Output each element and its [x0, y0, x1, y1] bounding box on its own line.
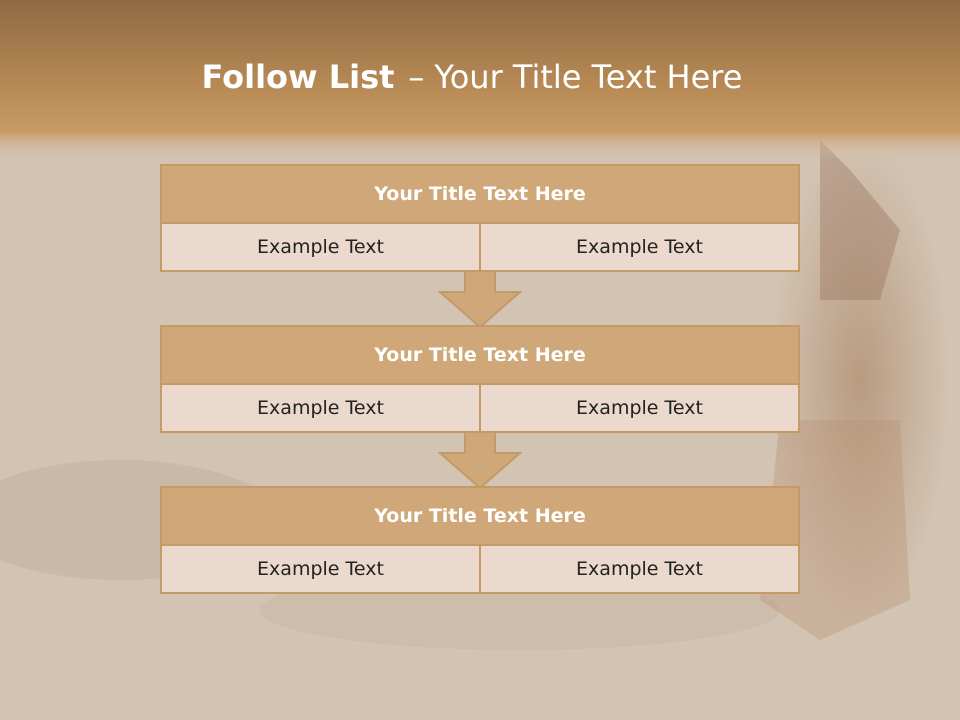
block-cell-right: Example Text	[479, 385, 798, 431]
slide-title: Follow List–Your Title Text Here	[0, 55, 944, 99]
block-row: Example Text Example Text	[162, 385, 798, 431]
down-arrow-icon	[438, 431, 522, 489]
block-title: Your Title Text Here	[162, 327, 798, 385]
list-block-1: Your Title Text Here Example Text Exampl…	[160, 164, 800, 272]
block-cell-right: Example Text	[479, 546, 798, 592]
block-title: Your Title Text Here	[162, 488, 798, 546]
title-bold-part: Follow List	[201, 58, 395, 96]
block-cell-left: Example Text	[257, 236, 384, 258]
down-arrow-icon	[438, 270, 522, 328]
block-row: Example Text Example Text	[162, 546, 798, 592]
list-block-3: Your Title Text Here Example Text Exampl…	[160, 486, 800, 594]
list-block-2: Your Title Text Here Example Text Exampl…	[160, 325, 800, 433]
block-cell-right: Example Text	[479, 224, 798, 270]
title-subtitle-part: Your Title Text Here	[434, 58, 743, 96]
block-cell-left: Example Text	[257, 558, 384, 580]
title-separator: –	[408, 58, 425, 96]
block-title: Your Title Text Here	[162, 166, 798, 224]
block-cell-left: Example Text	[257, 397, 384, 419]
block-row: Example Text Example Text	[162, 224, 798, 270]
